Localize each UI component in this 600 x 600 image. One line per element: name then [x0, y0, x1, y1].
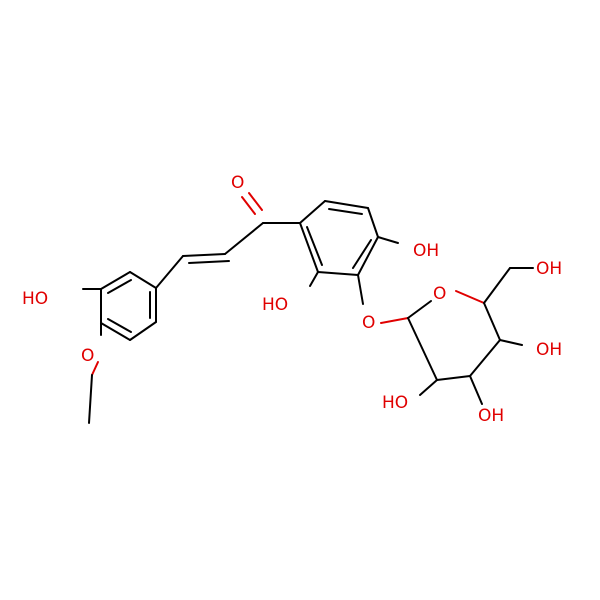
phenol-hydroxyl-left: HO: [22, 288, 102, 309]
atom-label-ho-ring-2: HO: [262, 295, 288, 315]
glucopyranose-ring: O: [407, 284, 501, 381]
atom-label-methoxy-o: O: [81, 346, 94, 366]
atom-label-sugar-oh-4: OH: [536, 340, 562, 360]
sugar-hydroxyl-2: HO: [382, 379, 438, 413]
sugar-hydroxymethyl: OH: [483, 259, 562, 304]
enone-linker: O: [155, 173, 301, 289]
atom-label-sugar-ch2oh: OH: [536, 259, 562, 279]
atom-label-pyranose-o: O: [433, 284, 446, 304]
atom-label-carbonyl-o: O: [231, 173, 244, 193]
ring-hydroxyl-4: OH: [377, 236, 439, 261]
methoxy-group: O: [81, 322, 102, 424]
atom-label-sugar-ho-2: HO: [382, 393, 408, 413]
right-aromatic-ring: [299, 200, 379, 276]
atom-label-glycosidic-o: O: [362, 313, 375, 333]
sugar-hydroxyl-3: OH: [469, 375, 504, 426]
atom-label-oh-ring-4: OH: [413, 241, 439, 261]
ring-hydroxyl-2: HO: [262, 271, 319, 315]
left-aromatic-ring: [100, 271, 157, 341]
atom-label-sugar-oh-3: OH: [478, 406, 504, 426]
atom-label-ho-left: HO: [22, 289, 48, 309]
glycosidic-linkage: O: [357, 274, 409, 333]
sugar-hydroxyl-4: OH: [499, 339, 562, 360]
